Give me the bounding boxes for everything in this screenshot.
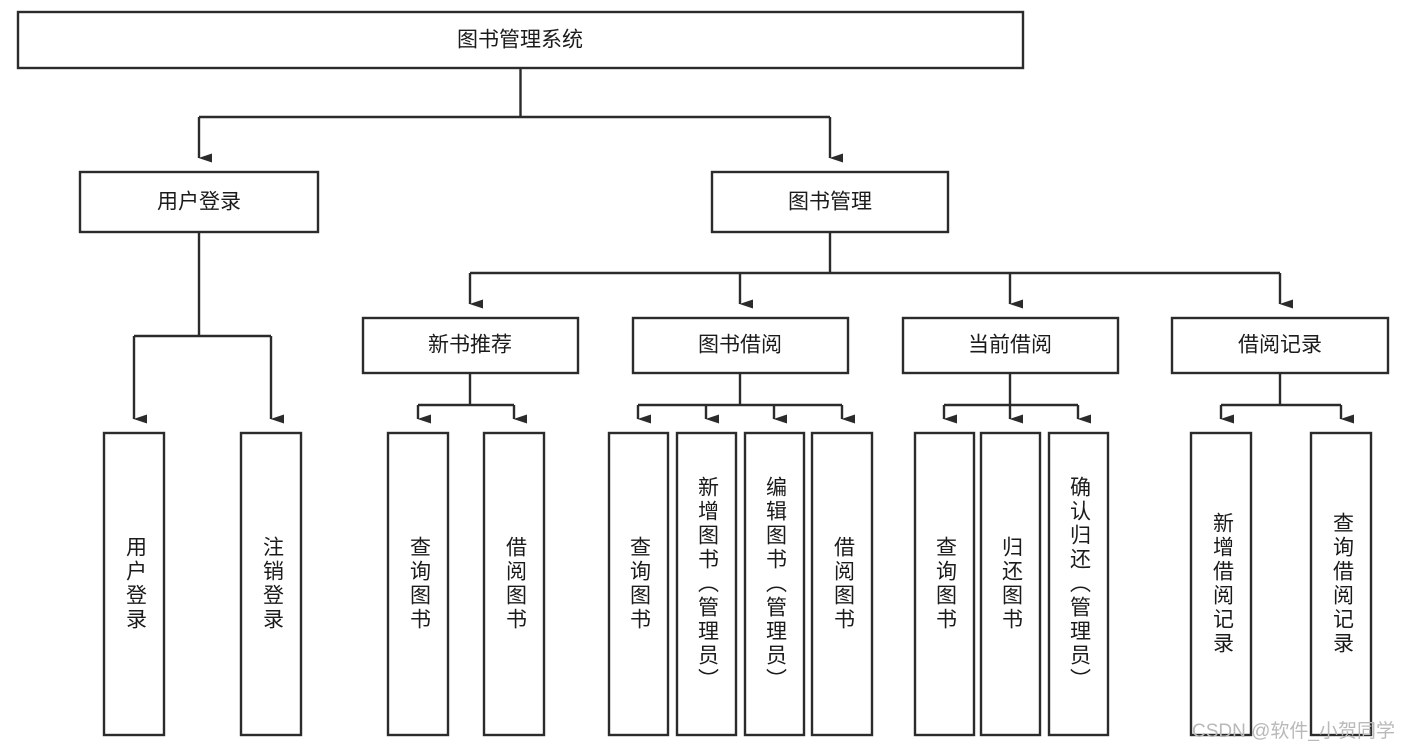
node-book-borrow-box[interactable] bbox=[631, 316, 850, 375]
node-leaf-add-book-box[interactable] bbox=[675, 431, 738, 737]
node-leaf-query-record[interactable]: 查询借阅记录 bbox=[1309, 431, 1373, 737]
node-root[interactable]: 图书管理系统 bbox=[16, 10, 1025, 70]
node-leaf-return-book[interactable]: 归还图书 bbox=[979, 431, 1042, 737]
node-leaf-query-record-box[interactable] bbox=[1309, 431, 1373, 737]
node-leaf-edit-book-label: 编辑图书（管理员） bbox=[763, 476, 787, 692]
node-leaf-add-book-label: 新增图书（管理员） bbox=[695, 476, 719, 692]
node-leaf-query-book-1[interactable]: 查询图书 bbox=[386, 431, 450, 737]
node-leaf-user-login-label: 用户登录 bbox=[123, 536, 147, 632]
node-borrow-record-label: 借阅记录 bbox=[1238, 334, 1322, 357]
node-leaf-borrow-book-2-box[interactable] bbox=[810, 431, 874, 737]
node-leaf-query-book-1-label: 查询图书 bbox=[407, 536, 431, 632]
node-leaf-query-book-3-box[interactable] bbox=[913, 431, 976, 737]
node-leaf-user-login-box[interactable] bbox=[102, 431, 166, 737]
node-leaf-add-record-label: 新增借阅记录 bbox=[1210, 512, 1234, 656]
node-leaf-confirm-return-label: 确认归还（管理员） bbox=[1067, 476, 1091, 692]
node-leaf-query-book-3[interactable]: 查询图书 bbox=[913, 431, 976, 737]
node-borrow-record-box[interactable] bbox=[1170, 316, 1390, 375]
node-leaf-edit-book[interactable]: 编辑图书（管理员） bbox=[743, 431, 806, 737]
node-leaf-confirm-return[interactable]: 确认归还（管理员） bbox=[1047, 431, 1110, 737]
node-new-book-recommend-box[interactable] bbox=[361, 316, 580, 375]
node-new-book-recommend-label: 新书推荐 bbox=[428, 334, 512, 357]
node-book-management-box[interactable] bbox=[710, 170, 950, 234]
node-leaf-user-login[interactable]: 用户登录 bbox=[102, 431, 166, 737]
node-book-borrow-label: 图书借阅 bbox=[698, 334, 782, 357]
node-leaf-borrow-book-1-label: 借阅图书 bbox=[503, 536, 527, 632]
node-new-book-recommend[interactable]: 新书推荐 bbox=[361, 316, 580, 375]
connector-layer bbox=[132, 68, 1354, 424]
node-leaf-logout[interactable]: 注销登录 bbox=[239, 431, 303, 737]
node-leaf-return-book-box[interactable] bbox=[979, 431, 1042, 737]
node-leaf-logout-box[interactable] bbox=[239, 431, 303, 737]
node-borrow-record[interactable]: 借阅记录 bbox=[1170, 316, 1390, 375]
node-current-borrow[interactable]: 当前借阅 bbox=[901, 316, 1120, 375]
node-root-box[interactable] bbox=[16, 10, 1025, 70]
node-root-label: 图书管理系统 bbox=[457, 29, 583, 52]
node-leaf-query-book-2-box[interactable] bbox=[607, 431, 670, 737]
node-leaf-query-book-2-label: 查询图书 bbox=[627, 536, 651, 632]
node-leaf-borrow-book-2[interactable]: 借阅图书 bbox=[810, 431, 874, 737]
node-leaf-borrow-book-2-label: 借阅图书 bbox=[831, 536, 855, 632]
node-book-management-label: 图书管理 bbox=[788, 191, 872, 214]
node-leaf-query-book-1-box[interactable] bbox=[386, 431, 450, 737]
node-leaf-add-book[interactable]: 新增图书（管理员） bbox=[675, 431, 738, 737]
node-leaf-add-record[interactable]: 新增借阅记录 bbox=[1189, 431, 1253, 737]
node-book-borrow[interactable]: 图书借阅 bbox=[631, 316, 850, 375]
node-leaf-borrow-book-1[interactable]: 借阅图书 bbox=[482, 431, 546, 737]
node-current-borrow-label: 当前借阅 bbox=[968, 334, 1052, 357]
node-leaf-query-book-2[interactable]: 查询图书 bbox=[607, 431, 670, 737]
node-leaf-query-record-label: 查询借阅记录 bbox=[1330, 512, 1354, 656]
node-leaf-logout-label: 注销登录 bbox=[260, 536, 284, 632]
node-user-login-label: 用户登录 bbox=[157, 191, 241, 214]
node-book-management[interactable]: 图书管理 bbox=[710, 170, 950, 234]
node-leaf-edit-book-box[interactable] bbox=[743, 431, 806, 737]
node-leaf-return-book-label: 归还图书 bbox=[999, 536, 1023, 632]
node-leaf-query-book-3-label: 查询图书 bbox=[933, 536, 957, 632]
node-leaf-confirm-return-box[interactable] bbox=[1047, 431, 1110, 737]
node-user-login[interactable]: 用户登录 bbox=[78, 170, 320, 234]
node-user-login-box[interactable] bbox=[78, 170, 320, 234]
node-leaf-add-record-box[interactable] bbox=[1189, 431, 1253, 737]
node-leaf-borrow-book-1-box[interactable] bbox=[482, 431, 546, 737]
node-current-borrow-box[interactable] bbox=[901, 316, 1120, 375]
